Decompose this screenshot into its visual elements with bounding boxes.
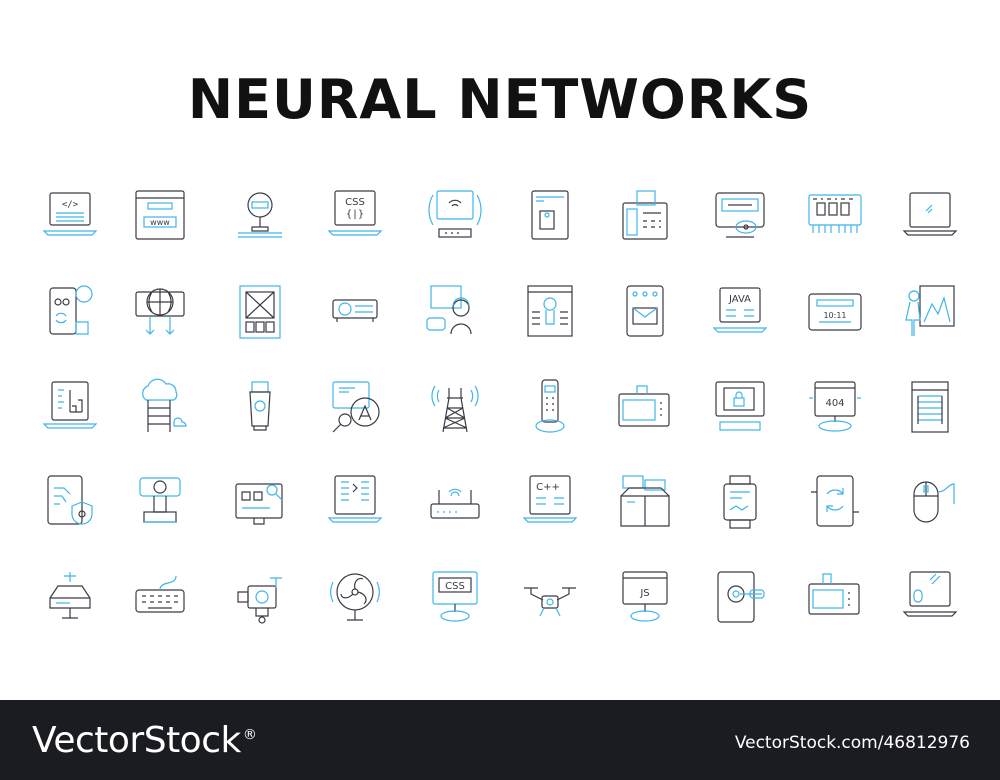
cpp-text: C++ (536, 482, 560, 493)
brand-logo[interactable]: VectorStock® (32, 720, 257, 761)
radio-tower-icon (425, 378, 485, 438)
page-title: NEURAL NETWORKS (187, 68, 813, 131)
brand-name: VectorStock (32, 720, 241, 761)
projector-icon (325, 282, 385, 342)
error-code-text: 404 (825, 398, 844, 409)
server-rack-icon (900, 378, 960, 438)
webcam-device-icon (130, 472, 190, 532)
laptop-icon (900, 185, 960, 245)
fax-machine-icon (615, 185, 675, 245)
js-monitor-icon: JS (615, 568, 675, 628)
laptop-chart-icon (40, 378, 100, 438)
footer-bar: VectorStock® VectorStock.com/46812976 (0, 700, 1000, 780)
laptop-search-icon (325, 378, 385, 438)
registered-mark: ® (242, 727, 257, 743)
microwave-oven-icon (805, 568, 865, 628)
vector-id-link[interactable]: VectorStock.com/46812976 (734, 733, 970, 753)
smartphone-touch-icon (40, 282, 100, 342)
cpp-laptop-icon: C++ (520, 472, 580, 532)
cloud-server-icon (130, 378, 190, 438)
java-laptop-icon: JAVA (710, 282, 770, 342)
ram-memory-icon (805, 185, 865, 245)
wireframe-icon (230, 282, 290, 342)
boxes-icon (615, 472, 675, 532)
keyboard-icon (130, 568, 190, 628)
css-brace-text: {|} (346, 209, 364, 220)
network-drive-icon (40, 568, 100, 628)
laptop-success-icon (900, 282, 960, 342)
smartwatch-icon (710, 472, 770, 532)
fan-icon (325, 568, 385, 628)
css-laptop-icon: CSS {|} (325, 185, 385, 245)
monitor-eye-icon (710, 185, 770, 245)
tablet-clock-icon: 10:11 (805, 282, 865, 342)
video-camera-icon (230, 568, 290, 628)
clock-text: 10:11 (823, 311, 846, 320)
wifi-router-laptop-icon (425, 185, 485, 245)
usb-flash-icon (230, 378, 290, 438)
java-text: JAVA (728, 294, 751, 305)
css-monitor-icon: CSS (425, 568, 485, 628)
icon-grid: </> www CSS {|} (40, 185, 960, 628)
microwave-icon (615, 378, 675, 438)
support-agent-icon (425, 282, 485, 342)
tablet-mail-icon (615, 282, 675, 342)
tablet-sync-icon (805, 472, 865, 532)
hard-drive-icon (520, 185, 580, 245)
drone-icon (520, 568, 580, 628)
browser-www-icon: www (130, 185, 190, 245)
css-text: CSS (345, 197, 365, 208)
tablet-touch-icon (710, 568, 770, 628)
router-icon (425, 472, 485, 532)
code-tag-text: </> (62, 200, 79, 210)
js-text: JS (639, 588, 649, 599)
globe-browser-icon (130, 282, 190, 342)
cordless-phone-icon (520, 378, 580, 438)
robot-screen-icon (520, 282, 580, 342)
code-laptop-icon (325, 472, 385, 532)
monitor-lock-icon (710, 378, 770, 438)
computer-pencil-icon (230, 472, 290, 532)
css-monitor-text: CSS (445, 581, 465, 592)
tablet-security-icon (40, 472, 100, 532)
webcam-icon (230, 185, 290, 245)
www-text: www (150, 218, 170, 227)
mouse-icon (900, 472, 960, 532)
monitor-404-icon: 404 (805, 378, 865, 438)
code-laptop-icon: </> (40, 185, 100, 245)
laptop-mouse-icon (900, 568, 960, 628)
